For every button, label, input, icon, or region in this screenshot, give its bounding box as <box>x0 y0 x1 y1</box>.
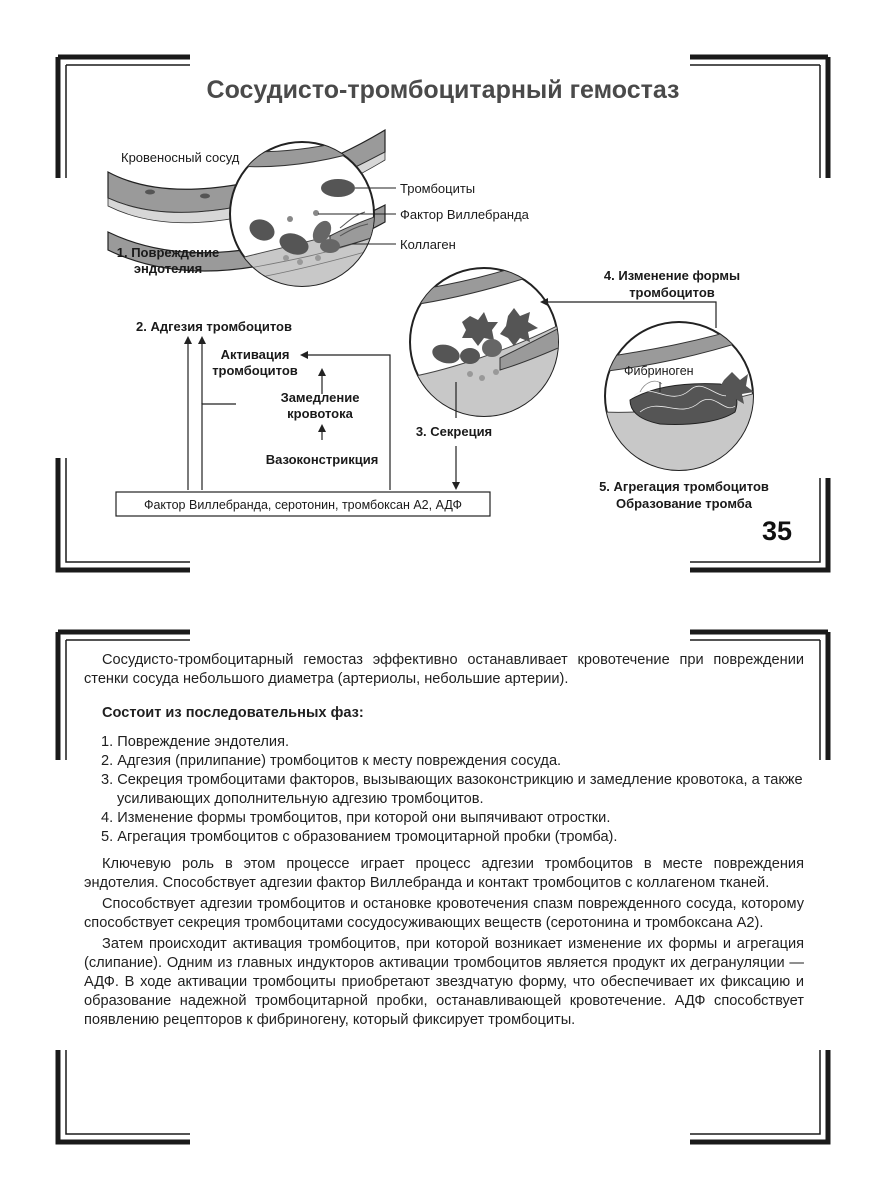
step3-label: 3. Секреция <box>416 424 492 439</box>
intro-paragraph: Сосудисто-тромбоцитарный гемостаз эффект… <box>84 652 804 687</box>
phase-list: 1. Повреждение эндотелия. 2. Адгезия (пр… <box>84 733 804 847</box>
paragraph-activation: Затем происходит активация тромбоцитов, … <box>84 936 804 1028</box>
paragraph-adhesion: Ключевую роль в этом процессе играет про… <box>84 856 804 891</box>
factors-box-label: Фактор Виллебранда, серотонин, тромбокса… <box>144 498 462 512</box>
body-text: Сосудисто-тромбоцитарный гемостаз эффект… <box>84 651 804 1030</box>
page-title: Сосудисто-тромбоцитарный гемостаз <box>206 76 680 104</box>
list-item: 3. Секреция тромбоцитами факторов, вызыв… <box>101 772 803 807</box>
vasoconstriction-label: Вазоконстрикция <box>266 452 379 467</box>
damage-circle <box>229 141 375 287</box>
label-leaders <box>318 187 661 392</box>
phases-heading: Состоит из последовательных фаз: <box>102 705 364 721</box>
platelet-icon <box>321 179 355 197</box>
list-item: 1. Повреждение эндотелия. <box>101 734 290 750</box>
step2-label: 2. Адгезия тромбоцитов <box>136 319 292 334</box>
step4-line2: тромбоцитов <box>629 285 715 300</box>
process-arrows <box>184 298 717 490</box>
step1-line2: эндотелия <box>134 261 202 276</box>
list-item: 2. Адгезия (прилипание) тромбоцитов к ме… <box>101 753 562 769</box>
step5-line1: 5. Агрегация тромбоцитов <box>599 479 769 494</box>
step5-line2: Образование тромба <box>616 496 753 511</box>
platelets-label: Тромбоциты <box>400 181 475 196</box>
vwf-label: Фактор Виллебранда <box>400 207 530 222</box>
slowing-line2: кровотока <box>287 406 353 421</box>
aggregation-circle <box>604 321 754 471</box>
hemostasis-diagram: Кровеносный сосуд Тромбоциты Фактор Вилл… <box>107 128 769 517</box>
collagen-label: Коллаген <box>400 237 456 252</box>
page-number: 35 <box>762 516 793 546</box>
paragraph-spasm: Способствует адгезии тромбоцитов и остан… <box>84 896 804 931</box>
vessel-label: Кровеносный сосуд <box>121 150 240 165</box>
list-item: 5. Агрегация тромбоцитов с образованием … <box>101 829 618 845</box>
activation-line2: тромбоцитов <box>212 363 298 378</box>
slowing-line1: Замедление <box>281 390 360 405</box>
factors-box-outline <box>115 491 491 517</box>
activation-line1: Активация <box>221 347 290 362</box>
list-item: 4. Изменение формы тромбоцитов, при кото… <box>101 810 611 826</box>
step4-line1: 4. Изменение формы <box>604 268 740 283</box>
secretion-circle <box>409 267 559 417</box>
fibrinogen-label: Фибриноген <box>624 364 694 378</box>
step1-line1: 1. Повреждение <box>117 245 220 260</box>
